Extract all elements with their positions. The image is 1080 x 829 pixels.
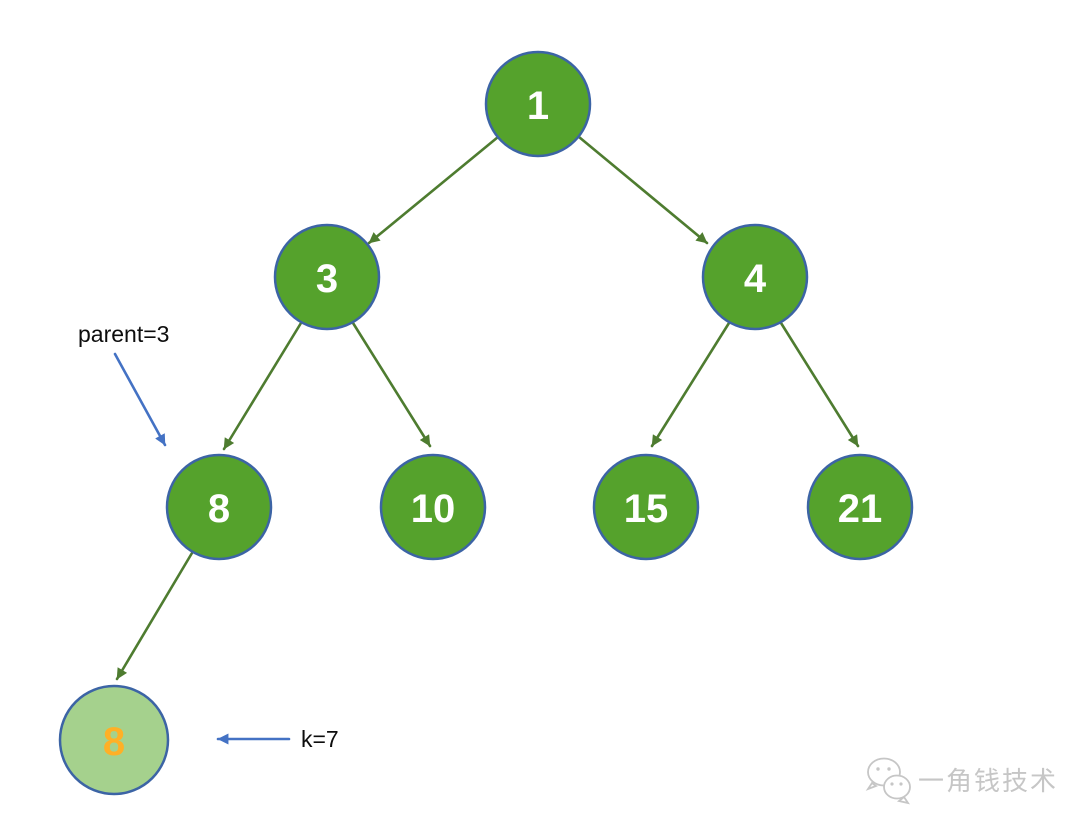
- node-4-circle: [701, 223, 809, 331]
- node-4-label: 4: [744, 257, 767, 301]
- node-10-circle: [379, 453, 487, 561]
- watermark: 一角钱技术: [865, 757, 1058, 805]
- wechat-bubble-small: [883, 774, 911, 800]
- wechat-logo-icon: [865, 757, 911, 805]
- node-8-circle: [165, 453, 273, 561]
- edge-1-to-4: [577, 135, 709, 245]
- edge-4-to-21: [779, 321, 860, 448]
- wechat-eye: [890, 782, 894, 786]
- edge-4-to-15: [650, 321, 731, 448]
- parent-annotation-label: parent=3: [78, 321, 169, 347]
- tree-node-3: 3: [273, 223, 381, 331]
- node-21-label: 21: [838, 487, 883, 531]
- wechat-bubble-large-tail: [865, 781, 878, 791]
- node-3-label: 3: [316, 257, 338, 301]
- edge-3-to-10: [351, 321, 432, 448]
- node-3-circle: [273, 223, 381, 331]
- tree-edges: [115, 135, 860, 681]
- new-node-circle: [58, 684, 170, 796]
- node-8-label: 8: [208, 487, 230, 531]
- edge-8-to-new-node: [115, 551, 194, 681]
- parent-pointer-arrow: [113, 352, 167, 447]
- wechat-eye: [876, 767, 880, 771]
- tree-node-1: 1: [484, 50, 592, 158]
- node-15-label: 15: [624, 487, 669, 531]
- annotations: parent=3 k=7: [78, 321, 339, 752]
- new-node-label: 8: [103, 720, 125, 764]
- node-15-circle: [592, 453, 700, 561]
- wechat-eye: [887, 767, 891, 771]
- edge-1-to-3: [367, 135, 500, 245]
- wechat-bubble-small-tail: [896, 795, 910, 805]
- tree-node-10: 10: [379, 453, 487, 561]
- node-21-circle: [806, 453, 914, 561]
- node-1-label: 1: [527, 84, 549, 128]
- tree-node-new-8: 8: [58, 684, 170, 796]
- edge-3-to-8: [222, 321, 303, 451]
- tree-node-15: 15: [592, 453, 700, 561]
- watermark-text: 一角钱技术: [918, 766, 1058, 796]
- tree-node-8: 8: [165, 453, 273, 561]
- node-1-circle: [484, 50, 592, 158]
- tree-node-4: 4: [701, 223, 809, 331]
- node-10-label: 10: [411, 487, 456, 531]
- tree-node-21: 21: [806, 453, 914, 561]
- wechat-eye: [899, 782, 903, 786]
- tree-nodes: 1 3 4 8 10 15 21 8: [58, 50, 914, 796]
- k-annotation-label: k=7: [301, 726, 339, 752]
